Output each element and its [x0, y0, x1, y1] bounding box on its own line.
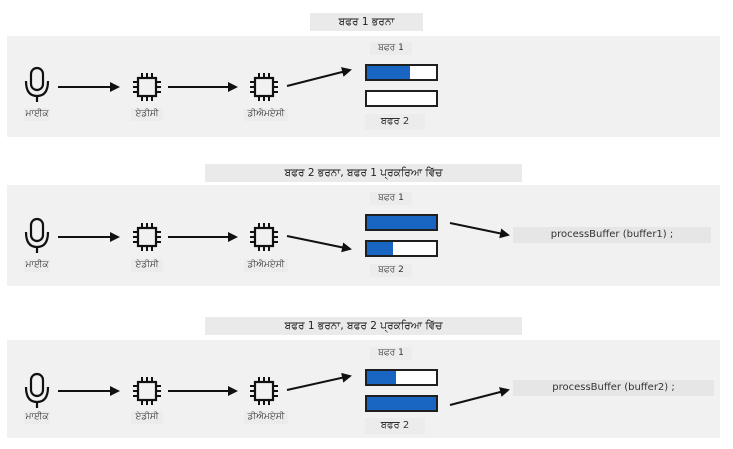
row-1-panel	[7, 36, 720, 137]
adc-label: ਏਡੀਸੀ	[131, 411, 163, 424]
arrow-dmac-to-buffer	[286, 372, 352, 391]
arrow-buffer-to-process	[449, 387, 510, 406]
mic-label: ਮਾਈਕ	[24, 108, 50, 121]
buffer1-bar	[365, 369, 438, 386]
dmac-chip-icon	[248, 375, 280, 407]
buffer2-fill	[367, 397, 436, 410]
microphone-icon	[24, 66, 50, 104]
row-1-title: ਬਫਰ 1 ਭਰਨਾ	[310, 13, 423, 31]
buffer2-bar	[365, 395, 438, 412]
buffer2-bar	[365, 240, 438, 257]
row-2-title: ਬਫਰ 2 ਭਰਨਾ, ਬਫਰ 1 ਪ੍ਰਕਰਿਆ ਵਿੱਚ	[205, 164, 522, 182]
arrow-dmac-to-buffer	[286, 235, 352, 253]
buffer2-label: ਬਫਰ 2	[365, 114, 425, 130]
buffer1-bar	[365, 214, 438, 231]
dmac-label: ਡੀਐਮਏਸੀ	[244, 411, 288, 424]
adc-chip-icon	[131, 375, 163, 407]
mic-label: ਮਾਈਕ	[24, 411, 50, 424]
row-3-title: ਬਫਰ 1 ਭਰਨਾ, ਬਫਰ 2 ਪ੍ਰਕਰਿਆ ਵਿੱਚ	[205, 317, 522, 335]
adc-chip-icon	[131, 71, 163, 103]
arrow-dmac-to-buffer	[286, 67, 352, 87]
dmac-label: ਡੀਐਮਏਸੀ	[244, 259, 288, 272]
buffer1-label: ਬਫਰ 1	[370, 42, 412, 55]
buffer1-fill	[367, 371, 396, 384]
arrow-buffer-to-process	[449, 222, 510, 239]
mic-label: ਮਾਈਕ	[24, 259, 50, 272]
buffer1-label: ਬਫਰ 1	[370, 192, 412, 205]
microphone-icon	[24, 372, 50, 410]
buffer1-fill	[367, 216, 436, 229]
buffer1-label: ਬਫਰ 1	[370, 347, 412, 360]
adc-label: ਏਡੀਸੀ	[131, 108, 163, 121]
process-buffer-code: processBuffer (buffer2) ;	[513, 380, 714, 396]
adc-chip-icon	[131, 221, 163, 253]
buffer1-bar	[365, 64, 438, 81]
buffer1-fill	[367, 66, 410, 79]
buffer2-fill	[367, 242, 394, 255]
adc-label: ਏਡੀਸੀ	[131, 259, 163, 272]
process-buffer-code: processBuffer (buffer1) ;	[513, 227, 711, 243]
buffer2-label: ਬਫਰ 2	[365, 418, 425, 434]
dmac-label: ਡੀਐਮਏਸੀ	[244, 108, 288, 121]
buffer2-bar	[365, 90, 438, 107]
buffer2-label: ਬਫਰ 2	[370, 264, 412, 277]
microphone-icon	[24, 217, 50, 255]
dmac-chip-icon	[248, 221, 280, 253]
dmac-chip-icon	[248, 71, 280, 103]
